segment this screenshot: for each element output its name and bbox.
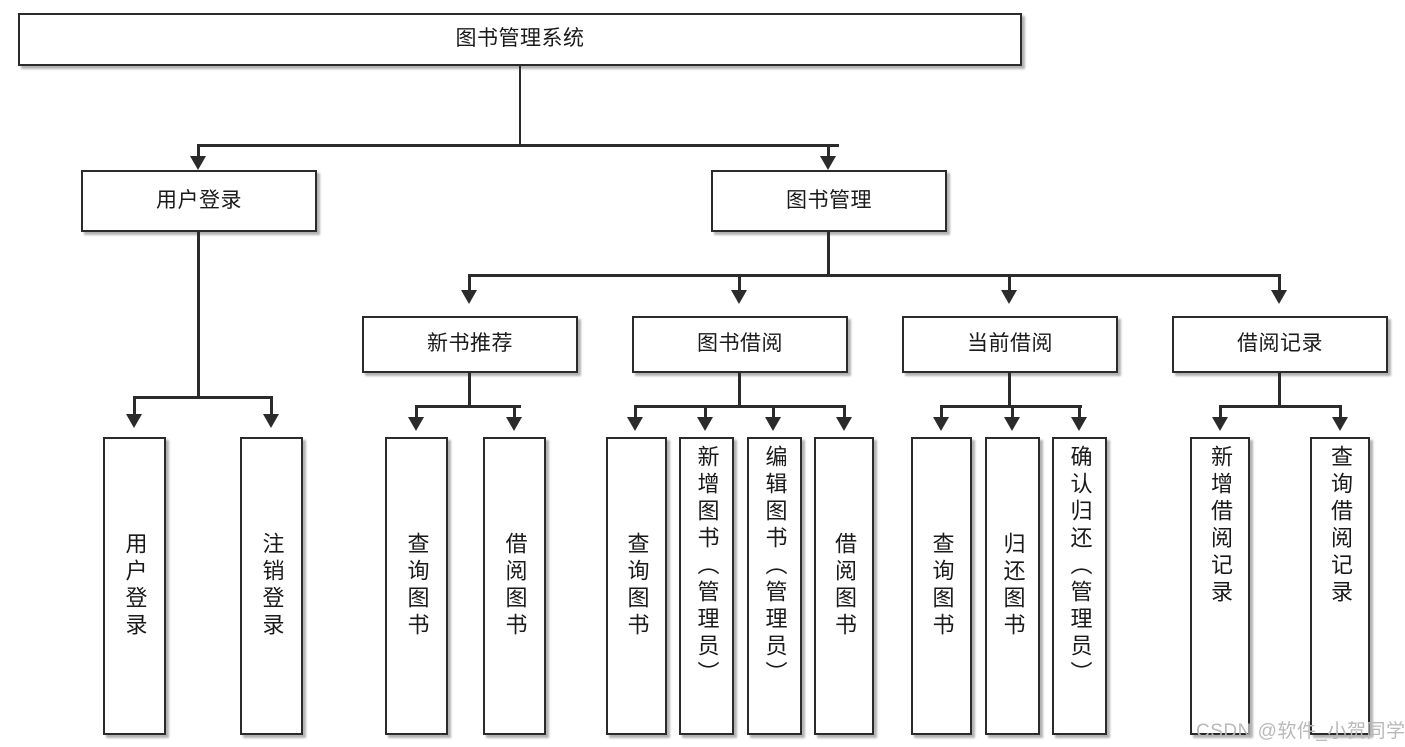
- connector-root-drop-2: [827, 144, 830, 164]
- node-leaf[interactable]: 注销登录: [240, 437, 303, 735]
- connector-currentborrow-drop-1: [940, 405, 943, 421]
- node-root-system[interactable]: 图书管理系统: [18, 13, 1022, 66]
- connector-bookborrow-drop-4: [843, 405, 846, 421]
- arrow-icon: [190, 156, 206, 170]
- arrow-icon: [1004, 417, 1020, 431]
- node-leaf[interactable]: 查询借阅记录: [1310, 437, 1370, 735]
- connector-userlogin-stem: [197, 232, 200, 398]
- arrow-icon: [506, 417, 522, 431]
- arrow-icon: [731, 290, 747, 304]
- node-label: 查询借阅记录: [1328, 445, 1353, 607]
- node-label: 查询图书: [929, 532, 955, 640]
- node-label: 新增借阅记录: [1208, 445, 1233, 607]
- node-leaf[interactable]: 归还图书: [985, 437, 1040, 735]
- connector-borrowrecord-drop-2: [1339, 405, 1342, 421]
- arrow-icon: [933, 417, 949, 431]
- connector-bookmgmt-drop-2: [738, 274, 741, 296]
- node-label: 确认归还（管理员）: [1067, 445, 1093, 688]
- connector-root-stem: [518, 66, 521, 146]
- node-leaf[interactable]: 查询图书: [911, 437, 972, 735]
- arrow-icon: [1332, 417, 1348, 431]
- node-leaf[interactable]: 用户登录: [103, 437, 166, 735]
- node-leaf[interactable]: 编辑图书（管理员）: [747, 437, 802, 735]
- connector-newbook-drop-1: [415, 405, 418, 421]
- node-leaf[interactable]: 查询图书: [606, 437, 667, 735]
- node-book-management[interactable]: 图书管理: [711, 170, 947, 232]
- arrow-icon: [263, 414, 279, 428]
- arrow-icon: [1212, 417, 1228, 431]
- arrow-icon: [627, 417, 643, 431]
- arrow-icon: [697, 417, 713, 431]
- arrow-icon: [765, 417, 781, 431]
- node-leaf[interactable]: 借阅图书: [814, 437, 874, 735]
- node-label: 借阅图书: [832, 532, 857, 640]
- arrow-icon: [408, 417, 424, 431]
- node-label: 新书推荐: [427, 332, 513, 356]
- connector-root-drop-1: [197, 144, 200, 164]
- node-label: 用户登录: [156, 188, 242, 212]
- node-leaf[interactable]: 借阅图书: [483, 437, 546, 735]
- node-leaf[interactable]: 新增借阅记录: [1190, 437, 1250, 735]
- node-label: 借阅图书: [502, 532, 528, 640]
- connector-borrowrecord-bus: [1219, 405, 1341, 408]
- node-label: 注销登录: [259, 532, 285, 640]
- arrow-icon: [1071, 417, 1087, 431]
- connector-newbook-stem: [468, 373, 471, 407]
- node-label: 新增图书（管理员）: [694, 445, 720, 688]
- node-label: 编辑图书（管理员）: [762, 445, 788, 688]
- arrow-icon: [1001, 290, 1017, 304]
- arrow-icon: [836, 417, 852, 431]
- node-book-borrow[interactable]: 图书借阅: [632, 316, 848, 373]
- connector-bookmgmt-stem: [827, 232, 830, 276]
- connector-userlogin-bus: [133, 396, 273, 399]
- connector-bookmgmt-drop-3: [1008, 274, 1011, 296]
- node-borrow-record[interactable]: 借阅记录: [1172, 316, 1388, 373]
- node-current-borrow[interactable]: 当前借阅: [902, 316, 1118, 373]
- node-user-login[interactable]: 用户登录: [81, 170, 317, 232]
- connector-bookborrow-drop-1: [634, 405, 637, 421]
- connector-bookborrow-drop-3: [772, 405, 775, 421]
- node-label: 查询图书: [404, 532, 430, 640]
- arrow-icon: [1271, 290, 1287, 304]
- node-label: 查询图书: [624, 532, 650, 640]
- connector-bookborrow-bus: [634, 405, 846, 408]
- arrow-icon: [126, 414, 142, 428]
- connector-userlogin-drop-2: [270, 396, 273, 420]
- connector-bookmgmt-bus: [468, 274, 1280, 277]
- connector-currentborrow-drop-2: [1011, 405, 1014, 421]
- connector-bookmgmt-drop-4: [1278, 274, 1281, 296]
- node-label: 图书管理系统: [455, 27, 585, 51]
- connector-borrowrecord-drop-1: [1219, 405, 1222, 421]
- connector-bookborrow-drop-2: [704, 405, 707, 421]
- node-label: 图书借阅: [697, 332, 783, 356]
- connector-root-bus: [197, 144, 839, 147]
- arrow-icon: [820, 156, 836, 170]
- connector-currentborrow-drop-3: [1078, 405, 1081, 421]
- connector-bookborrow-stem: [738, 373, 741, 407]
- arrow-icon: [461, 290, 477, 304]
- node-leaf[interactable]: 确认归还（管理员）: [1052, 437, 1107, 735]
- node-leaf[interactable]: 查询图书: [385, 437, 448, 735]
- connector-newbook-drop-2: [513, 405, 516, 421]
- connector-userlogin-drop-1: [133, 396, 136, 420]
- node-label: 归还图书: [1000, 532, 1026, 640]
- node-label: 用户登录: [122, 532, 148, 640]
- connector-newbook-bus: [415, 405, 521, 408]
- node-new-book-recommend[interactable]: 新书推荐: [362, 316, 578, 373]
- connector-borrowrecord-stem: [1278, 373, 1281, 407]
- node-leaf[interactable]: 新增图书（管理员）: [679, 437, 734, 735]
- node-label: 当前借阅: [967, 332, 1053, 356]
- connector-bookmgmt-drop-1: [468, 274, 471, 296]
- connector-currentborrow-stem: [1008, 373, 1011, 407]
- node-label: 图书管理: [786, 188, 872, 212]
- node-label: 借阅记录: [1237, 332, 1323, 356]
